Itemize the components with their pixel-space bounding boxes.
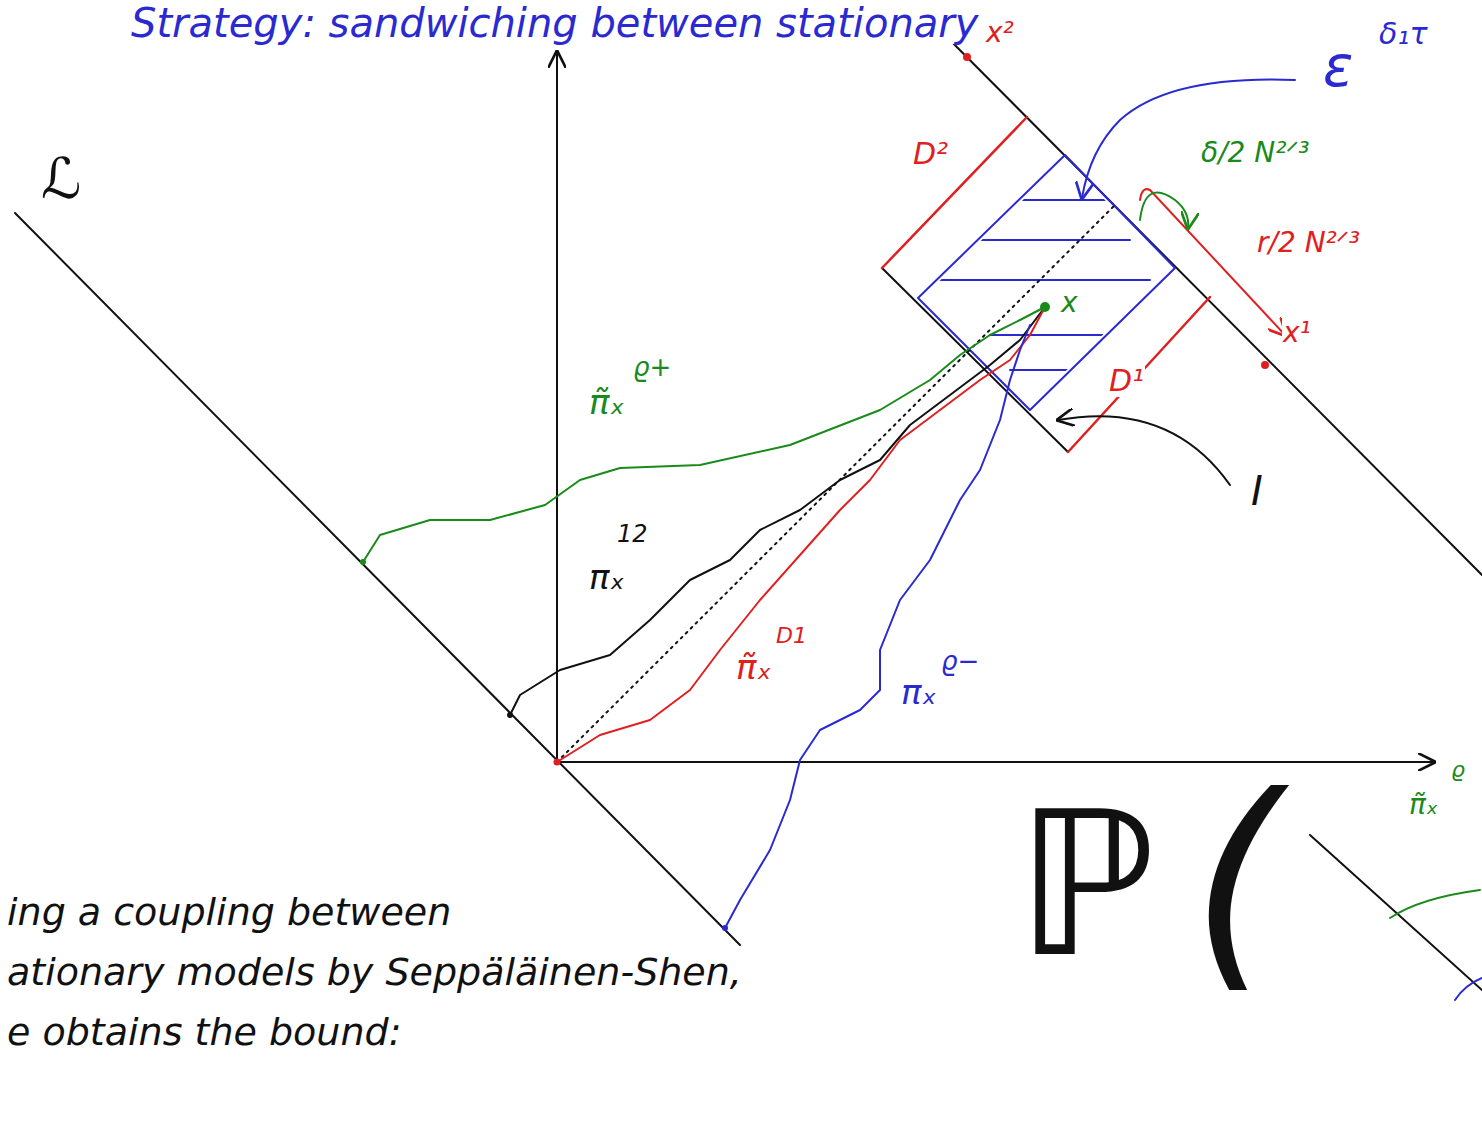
- dimension: δ/2 N²ᐟ³: [1200, 138, 1311, 167]
- black-geodesic: [510, 307, 1045, 715]
- exponent: δ₁τ: [1378, 18, 1428, 50]
- antidiagonal-small: [1310, 835, 1482, 990]
- blue-path-small: [1455, 978, 1482, 1000]
- black-start: [507, 712, 513, 718]
- line-name: ℒ: [40, 150, 82, 209]
- point-x1: [1261, 361, 1269, 369]
- hatch: [1010, 369, 1080, 371]
- green-start: [360, 559, 366, 565]
- paren: (: [1190, 760, 1282, 1002]
- point-name: x: [1060, 288, 1079, 317]
- body-text: ing a coupling between: [6, 893, 452, 933]
- vertical-axis: [556, 52, 558, 762]
- antidiagonal: [920, 10, 1482, 575]
- red-arrow: [1140, 189, 1285, 335]
- body-text: e obtains the bound:: [6, 1013, 402, 1053]
- i-arrow: [1058, 416, 1230, 485]
- probability-symbol: ℙ: [1015, 780, 1157, 990]
- hatch: [940, 279, 1150, 281]
- path-name: π̃ₓ: [1408, 790, 1439, 819]
- dimension: r/2 N²ᐟ³: [1256, 228, 1361, 257]
- path-name: πₓ: [588, 560, 626, 596]
- path-superscript: ϱ: [1450, 758, 1466, 781]
- origin-dot: [554, 759, 561, 766]
- green-arrow: [1140, 192, 1188, 228]
- slide-title: Strategy: sandwiching between stationary: [130, 2, 979, 44]
- region-name: D¹: [1108, 365, 1145, 397]
- blue-square: [918, 155, 1175, 410]
- green-path-small: [1390, 890, 1480, 918]
- d2-side: [882, 117, 1027, 268]
- point-x2: [963, 53, 971, 61]
- red-geodesic: [557, 307, 1045, 762]
- region-name: I: [1250, 470, 1264, 512]
- path-superscript: 12: [616, 522, 649, 547]
- d1-side: [1068, 297, 1210, 452]
- path-superscript: ϱ+: [632, 354, 672, 381]
- blue-geodesic: [725, 325, 1030, 928]
- green-geodesic: [363, 307, 1045, 562]
- hatch: [980, 239, 1130, 241]
- hatch: [1020, 199, 1110, 201]
- symbol: ε: [1322, 38, 1354, 97]
- line-l: [15, 213, 740, 945]
- body-text: ationary models by Seppäläinen-Shen,: [6, 953, 743, 993]
- path-superscript: D1: [775, 624, 808, 647]
- hatch: [990, 334, 1110, 336]
- path-name: π̃ₓ: [735, 650, 773, 686]
- point-name: x¹: [1282, 318, 1312, 347]
- path-name: πₓ: [900, 675, 938, 711]
- horizontal-axis: [557, 761, 1434, 763]
- path-superscript: ϱ−: [940, 648, 980, 675]
- point-x: [1040, 302, 1050, 312]
- region-name: D²: [912, 138, 949, 170]
- point-name: x²: [985, 18, 1015, 47]
- blue-start: [722, 925, 728, 931]
- path-name: π̃ₓ: [588, 385, 626, 421]
